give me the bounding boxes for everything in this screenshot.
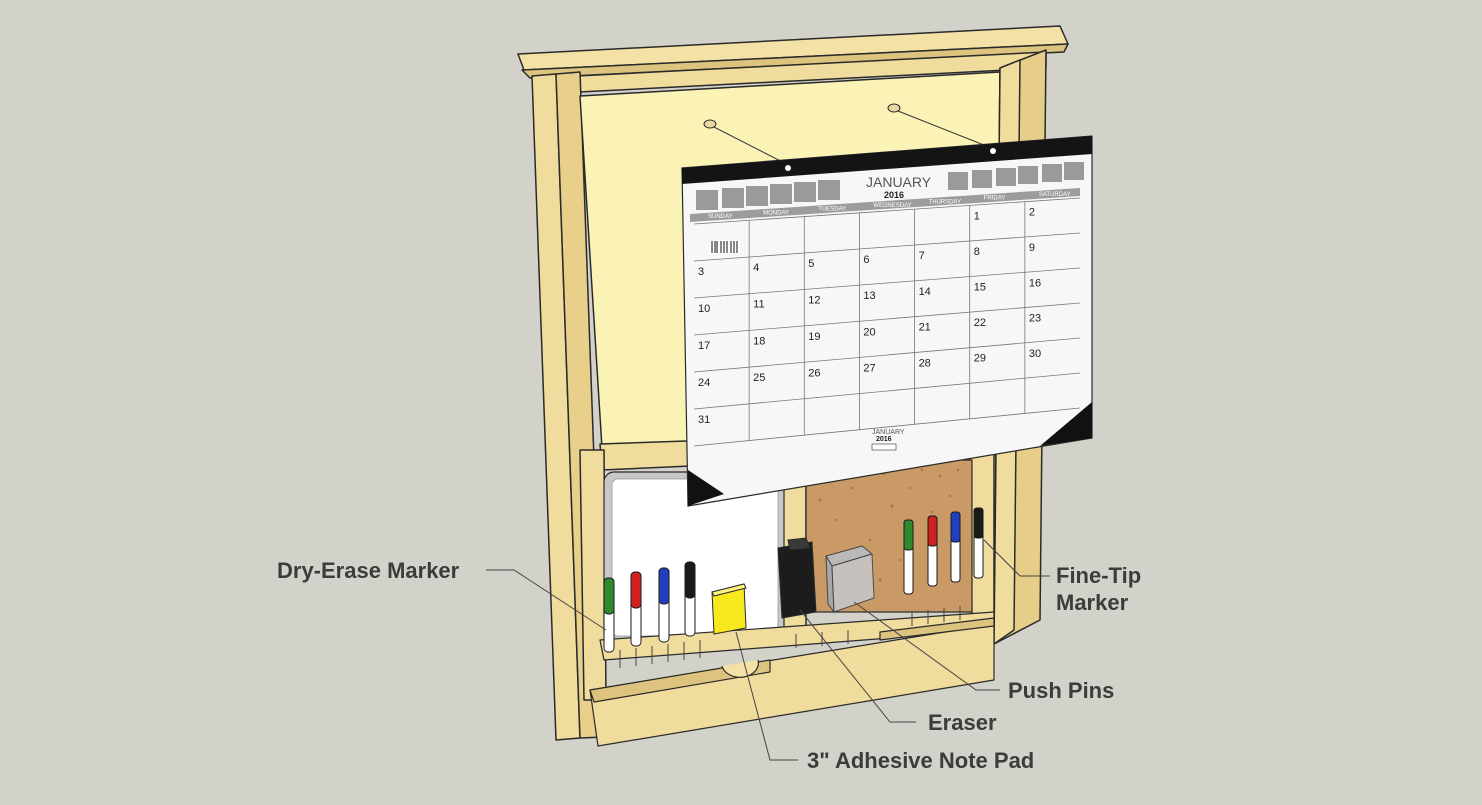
callout-fine-tip-line-2: Marker [1056,590,1129,615]
calendar-day-number: 1 [974,210,980,222]
weekday-label: SATURDAY [1039,192,1071,198]
fine-tip-marker-red [927,515,938,587]
calendar-footer-month: JANUARY [872,429,905,436]
calendar-grid-row-line [693,267,1081,299]
calendar-day-number: 15 [974,282,986,294]
dry-erase-marker-blue [658,567,670,643]
callout-fine-tip-line-1: Fine-Tip [1056,563,1142,588]
calendar-grid-row-line [693,407,1081,447]
cork-texture [814,468,960,592]
calendar-day-number: 9 [1029,242,1035,254]
calendar-day-number: 2 [1029,207,1035,219]
weekday-label: TUESDAY [818,207,846,213]
weekday-label: WEDNESDAY [873,203,911,209]
calendar-footer-year: 2016 [876,436,892,443]
weekday-label: THURSDAY [929,199,962,205]
calendar-day-number: 12 [808,294,820,306]
calendar-year: 2016 [884,190,904,200]
calendar-day-number: 30 [1029,348,1041,360]
calendar-grid-row-line [693,197,1081,225]
leader-eraser [799,609,916,723]
calendar-day-number: 5 [808,258,814,270]
calendar-grid-row-line [693,372,1081,410]
calendar-day-number: 3 [698,266,704,278]
calendar-grid [693,197,1081,447]
marker-tray [589,611,995,747]
calendar-grid-row-line [693,337,1081,373]
callout-push-pins: Push Pins [1008,678,1115,703]
calendar-day-number: 17 [698,340,710,352]
calendar-day-number: 22 [974,317,986,329]
fine-tip-marker-black [973,507,984,579]
calendar-day-number: 8 [974,246,980,258]
wall-calendar: JANUARY 2016 SUNDAYMONDAYTUESDAYWEDNESDA… [681,135,1093,507]
adhesive-note-pad [711,583,747,635]
leader-fine-tip [983,539,1050,577]
callout-dry-erase-marker: Dry-Erase Marker [277,558,460,583]
dry-erase-markers [603,561,696,653]
calendar-day-number: 24 [698,377,710,389]
weekday-label: FRIDAY [984,196,1006,202]
calendar-day-number: 19 [808,331,820,343]
callout-eraser: Eraser [928,710,997,735]
callout-note-pad: 3" Adhesive Note Pad [807,748,1035,773]
dry-erase-marker-black [684,561,696,637]
push-pins-box [825,545,875,614]
weekday-labels: SUNDAY MONDAY TUESDAY WEDNESDAY THURSDAY FRID… [708,192,1071,220]
calendar-day-number: 6 [863,254,869,266]
calendar-day-number: 25 [753,372,765,384]
calendar-day-number: 23 [1029,313,1041,325]
calendar-day-number: 31 [698,414,710,426]
calendar-day-number: 20 [863,326,875,338]
calendar-day-number: 18 [753,335,765,347]
calendar-day-number: 27 [863,362,875,374]
barcode [710,240,740,254]
calendar-day-number: 21 [919,322,931,334]
calendar-month: JANUARY [866,174,932,190]
leader-note-pad [735,631,798,761]
fine-tip-markers [903,507,984,595]
leader-push-pins [853,601,1000,691]
fine-tip-marker-green [903,519,914,595]
weekday-label: MONDAY [763,210,789,216]
eraser [777,537,817,619]
dry-erase-marker-red [630,571,642,647]
calendar-day-number: 11 [753,299,764,311]
dry-erase-marker-green [603,577,615,653]
fine-tip-marker-blue [950,511,961,583]
calendar-day-number: 26 [808,367,820,379]
calendar-day-number: 14 [919,286,931,298]
calendar-day-number: 4 [753,262,759,274]
calendar-day-number: 7 [919,250,925,262]
leader-dry-erase [486,569,607,631]
calendar-day-number: 13 [863,290,875,302]
calendar-day-number: 10 [698,303,710,315]
calendar-grid-row-line [693,302,1081,336]
tray-slots [619,606,961,668]
weekday-label: SUNDAY [708,214,733,220]
calendar-grid-row-line [693,232,1081,262]
calendar-day-number: 16 [1029,277,1041,289]
calendar-day-number: 29 [974,353,986,365]
callout-leaders [486,539,1050,761]
calendar-day-number: 28 [919,358,931,370]
